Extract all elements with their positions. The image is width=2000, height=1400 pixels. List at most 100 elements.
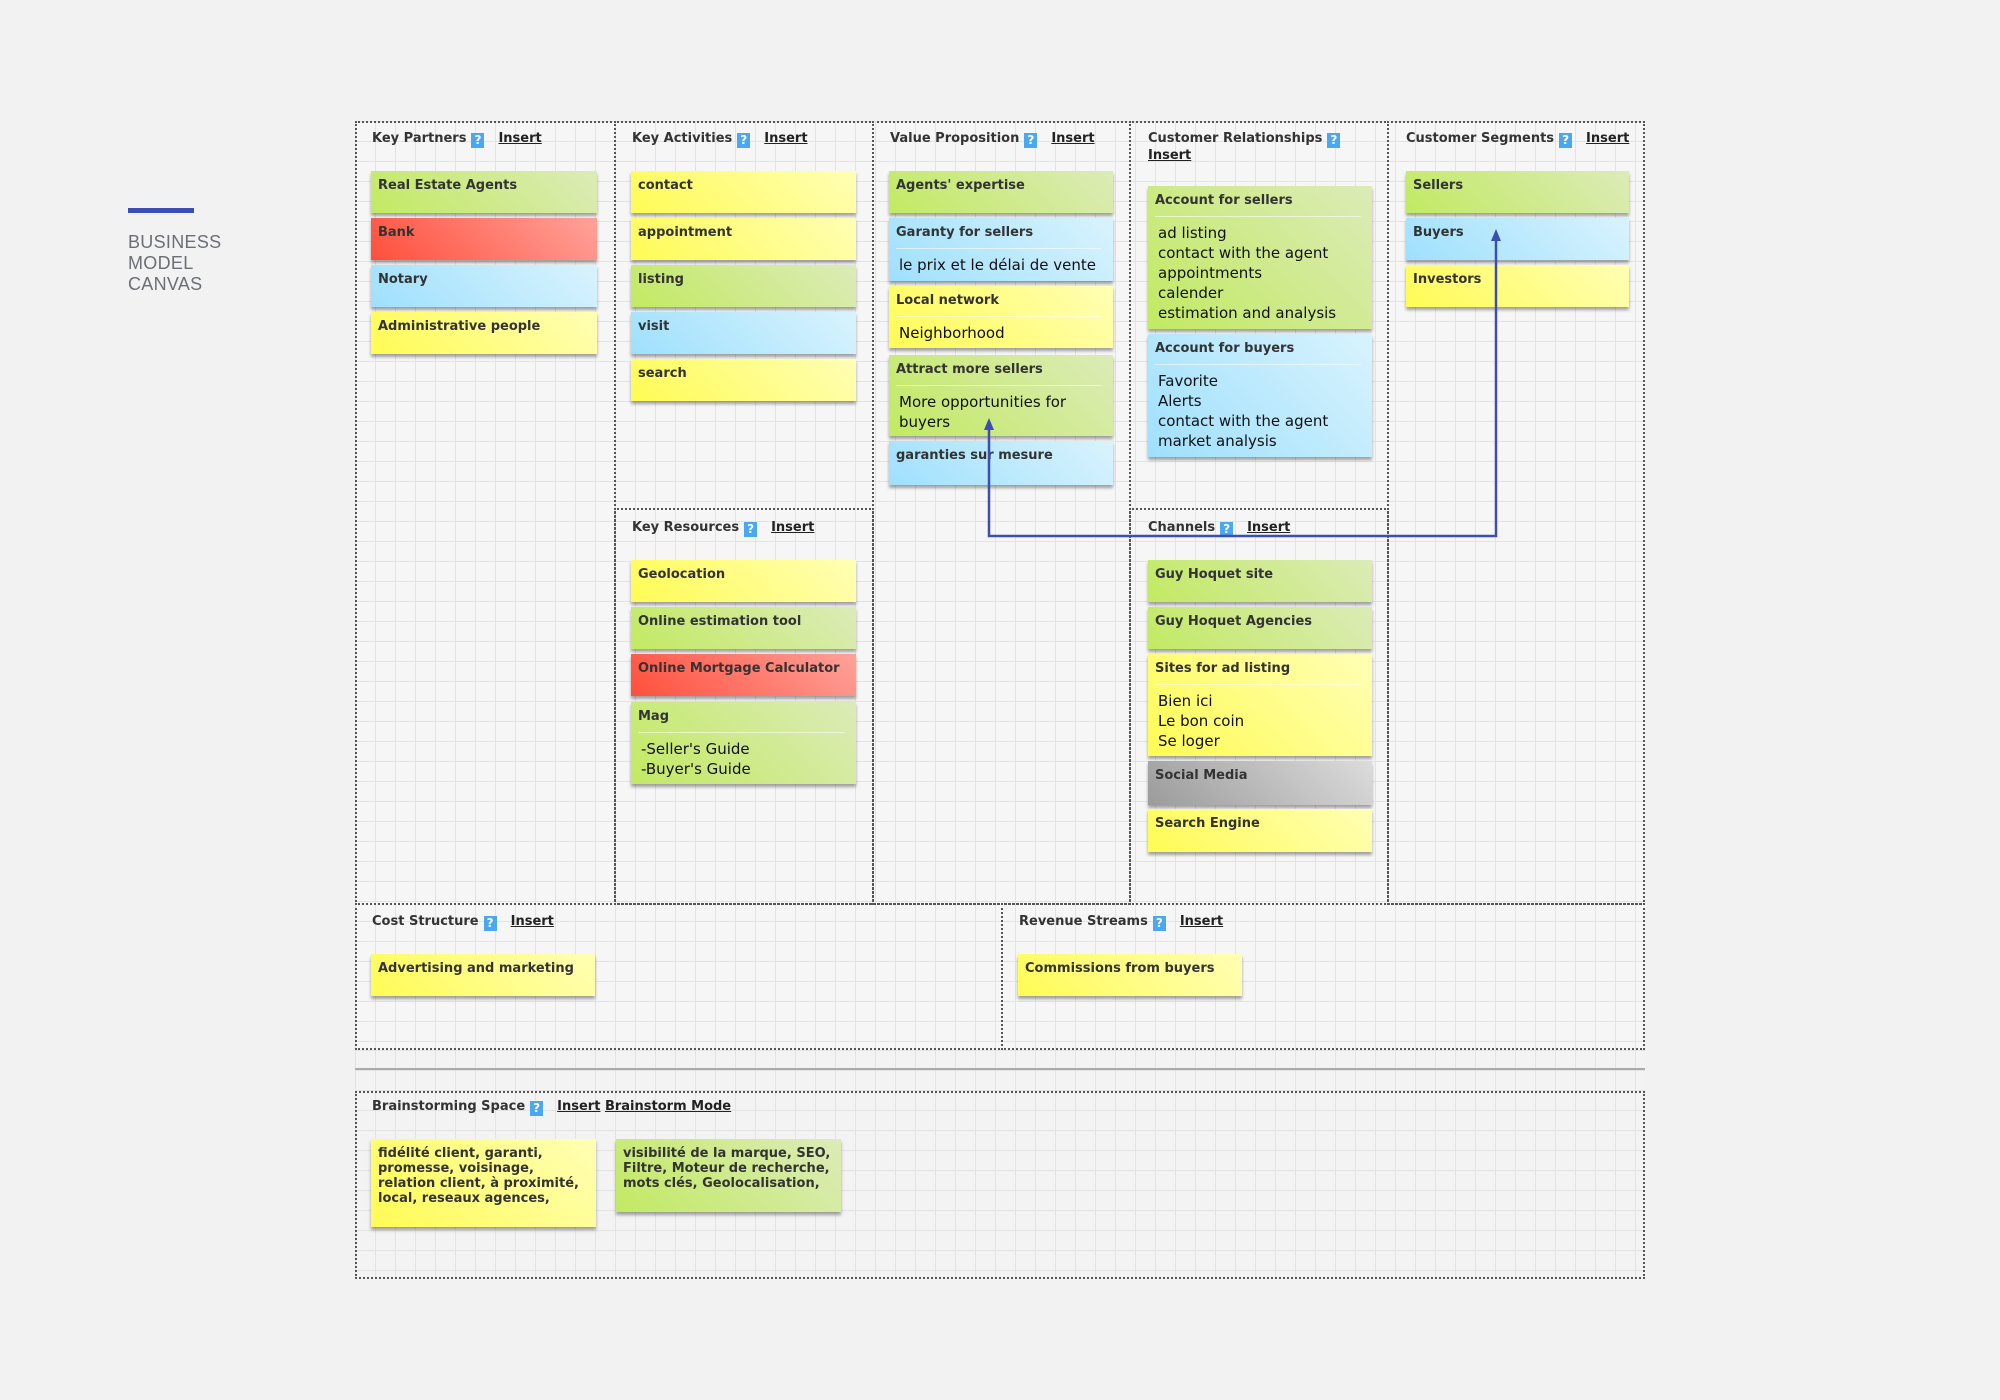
title-line: MODEL (128, 253, 194, 273)
help-icon[interactable]: ? (737, 133, 751, 148)
insert-link[interactable]: Insert (771, 520, 815, 535)
section-title: Key Activities (632, 131, 733, 146)
sticky-note[interactable]: Notary (371, 265, 597, 307)
note-divider (1155, 684, 1361, 685)
sticky-note[interactable]: Buyers (1406, 218, 1629, 260)
accent-bar (128, 208, 194, 213)
insert-link[interactable]: Insert (1148, 148, 1192, 163)
section-title: Key Resources (632, 520, 740, 535)
help-icon[interactable]: ? (530, 1101, 544, 1116)
sticky-note[interactable]: garanties sur mesure (889, 441, 1113, 485)
note-title: Real Estate Agents (378, 178, 518, 193)
sticky-note[interactable]: Bank (371, 218, 597, 260)
sticky-note[interactable]: Mag-Seller's Guide-Buyer's Guide (631, 702, 856, 784)
help-icon[interactable]: ? (744, 522, 758, 537)
page-title: BUSINESS MODEL CANVAS (128, 232, 221, 295)
note-title: Advertising and marketing (378, 961, 574, 976)
insert-link[interactable]: Insert (498, 131, 542, 146)
note-title: Agents' expertise (896, 178, 1025, 193)
section-brainstorming (355, 1091, 1645, 1279)
insert-link[interactable]: Insert (557, 1099, 601, 1114)
note-title: listing (638, 272, 684, 287)
insert-link[interactable]: Insert (1179, 914, 1224, 929)
sticky-note[interactable]: Social Media (1148, 761, 1372, 805)
sticky-note[interactable]: Investors (1406, 265, 1629, 307)
note-body-line: contact with the agent (1158, 244, 1329, 262)
sticky-note[interactable]: listing (631, 265, 856, 307)
sticky-note[interactable]: visit (631, 312, 856, 354)
note-body-line: market analysis (1158, 432, 1277, 450)
sticky-note[interactable]: Sellers (1406, 171, 1629, 213)
sticky-note[interactable]: Guy Hoquet site (1148, 560, 1372, 602)
insert-link[interactable]: Insert (764, 131, 808, 146)
sticky-note[interactable]: Commissions from buyers (1018, 954, 1242, 996)
section-header: Key Partners?Insert (372, 131, 542, 148)
section-title: Value Proposition (890, 131, 1020, 146)
sticky-note[interactable]: Administrative people (371, 312, 597, 354)
note-title: Sites for ad listing (1155, 661, 1291, 676)
insert-link[interactable]: Insert (510, 914, 554, 929)
brainstorm-mode-link[interactable]: Brainstorm Mode (604, 1099, 732, 1114)
note-title: Attract more sellers (896, 362, 1043, 377)
note-title: Online Mortgage Calculator (638, 661, 840, 676)
sticky-note[interactable]: Geolocation (631, 560, 856, 602)
help-icon[interactable]: ? (471, 133, 485, 148)
note-divider (896, 385, 1102, 386)
note-title: Online estimation tool (638, 614, 802, 629)
sticky-note[interactable]: visibilité de la marque, SEO, Filtre, Mo… (616, 1139, 841, 1212)
note-body-line: Le bon coin (1158, 712, 1245, 730)
sticky-note[interactable]: Agents' expertise (889, 171, 1113, 213)
help-icon[interactable]: ? (1220, 522, 1234, 537)
sticky-note[interactable]: fidélité client, garanti, promesse, vois… (371, 1139, 596, 1227)
section-header: Key Resources? Insert (632, 520, 814, 537)
note-body-line: Alerts (1158, 392, 1202, 410)
section-header: Channels?Insert (1148, 520, 1290, 537)
help-icon[interactable]: ? (1327, 133, 1341, 148)
help-icon[interactable]: ? (1559, 133, 1573, 148)
note-title: Guy Hoquet site (1155, 567, 1274, 582)
section-header: Value Proposition? Insert (890, 131, 1095, 148)
help-icon[interactable]: ? (1024, 133, 1038, 148)
note-title: Administrative people (378, 319, 541, 334)
note-title: visit (638, 319, 670, 334)
note-title: Bank (378, 225, 415, 240)
note-body-line: contact with the agent (1158, 412, 1329, 430)
insert-link[interactable]: Insert (1247, 520, 1291, 535)
note-title: Notary (378, 272, 428, 287)
sticky-note[interactable]: Search Engine (1148, 809, 1372, 852)
note-body-line: calender (1158, 284, 1224, 302)
note-title: appointment (638, 225, 733, 240)
note-divider (1155, 216, 1361, 217)
insert-link[interactable]: Insert (1586, 131, 1630, 146)
note-body-line: More opportunities for (899, 393, 1067, 411)
note-title: Investors (1413, 272, 1482, 287)
note-divider (638, 732, 845, 733)
section-header: Revenue Streams?Insert (1019, 914, 1223, 931)
sticky-note[interactable]: Guy Hoquet Agencies (1148, 607, 1372, 649)
note-title: Buyers (1413, 225, 1464, 240)
sticky-note[interactable]: contact (631, 171, 856, 213)
sticky-note[interactable]: search (631, 359, 856, 401)
note-divider (896, 316, 1102, 317)
note-title: contact (638, 178, 693, 193)
insert-link[interactable]: Insert (1051, 131, 1095, 146)
section-title: Cost Structure (372, 914, 479, 929)
help-icon[interactable]: ? (1152, 916, 1166, 931)
sticky-note[interactable]: appointment (631, 218, 856, 260)
sticky-note[interactable]: Online estimation tool (631, 607, 856, 649)
help-icon[interactable]: ? (483, 916, 497, 931)
note-title: fidélité client, garanti, promesse, vois… (378, 1146, 579, 1206)
sticky-note[interactable]: Real Estate Agents (371, 171, 597, 213)
sticky-note[interactable]: Online Mortgage Calculator (631, 654, 856, 696)
note-body-line: le prix et le délai de vente (899, 256, 1096, 274)
section-header: Key Activities? Insert (632, 131, 808, 148)
sticky-note[interactable]: Advertising and marketing (371, 954, 595, 996)
note-title: Account for buyers (1155, 341, 1295, 356)
note-body-line: ad listing (1158, 224, 1227, 242)
